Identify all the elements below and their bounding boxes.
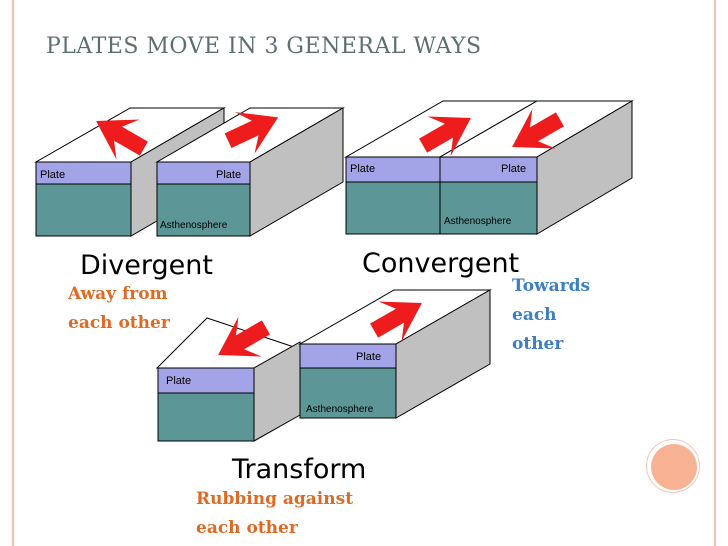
transform-asthenosphere-label: Asthenosphere — [306, 404, 374, 415]
divergent-heading: Divergent — [80, 250, 213, 281]
decorative-circle — [651, 444, 697, 490]
transform-diagram: Plate Plate Asthenosphere Transform — [155, 283, 492, 485]
convergent-caption-line: Towards — [512, 276, 591, 296]
transform-right-plate-label: Plate — [356, 351, 381, 363]
convergent-right-plate-label: Plate — [501, 163, 526, 175]
transform-caption: Rubbing against each other — [196, 485, 353, 543]
divergent-caption-line: Away from — [68, 284, 168, 304]
divergent-caption: Away from each other — [68, 280, 170, 338]
divergent-asthenosphere-label: Asthenosphere — [160, 220, 228, 231]
transform-caption-line: Rubbing against — [196, 489, 354, 509]
slide-title: PLATES MOVE IN 3 GENERAL WAYS — [46, 34, 482, 59]
transform-heading: Transform — [231, 454, 366, 485]
convergent-left-plate-label: Plate — [350, 163, 375, 175]
decorative-circle-ring — [646, 439, 700, 493]
divergent-right-block — [155, 107, 345, 237]
convergent-asthenosphere-label: Asthenosphere — [444, 216, 512, 227]
divergent-diagram: Plate Plate Asthenosphere Divergent — [34, 96, 345, 281]
convergent-caption-line: each — [512, 305, 557, 325]
transform-left-plate-label: Plate — [166, 375, 191, 387]
divergent-left-plate-label: Plate — [40, 169, 65, 181]
divergent-right-plate-label: Plate — [216, 169, 241, 181]
convergent-caption-line: other — [512, 334, 564, 354]
divergent-caption-line: each other — [68, 313, 170, 333]
frame-line-left — [12, 0, 14, 546]
convergent-diagram: Plate Plate Asthenosphere Convergent — [344, 98, 634, 279]
frame-line-right — [714, 0, 716, 546]
convergent-caption: Towards each other — [512, 272, 590, 359]
convergent-heading: Convergent — [362, 248, 519, 279]
transform-left-block — [155, 317, 301, 442]
transform-caption-line: each other — [196, 518, 298, 538]
transform-right-block — [298, 289, 492, 419]
